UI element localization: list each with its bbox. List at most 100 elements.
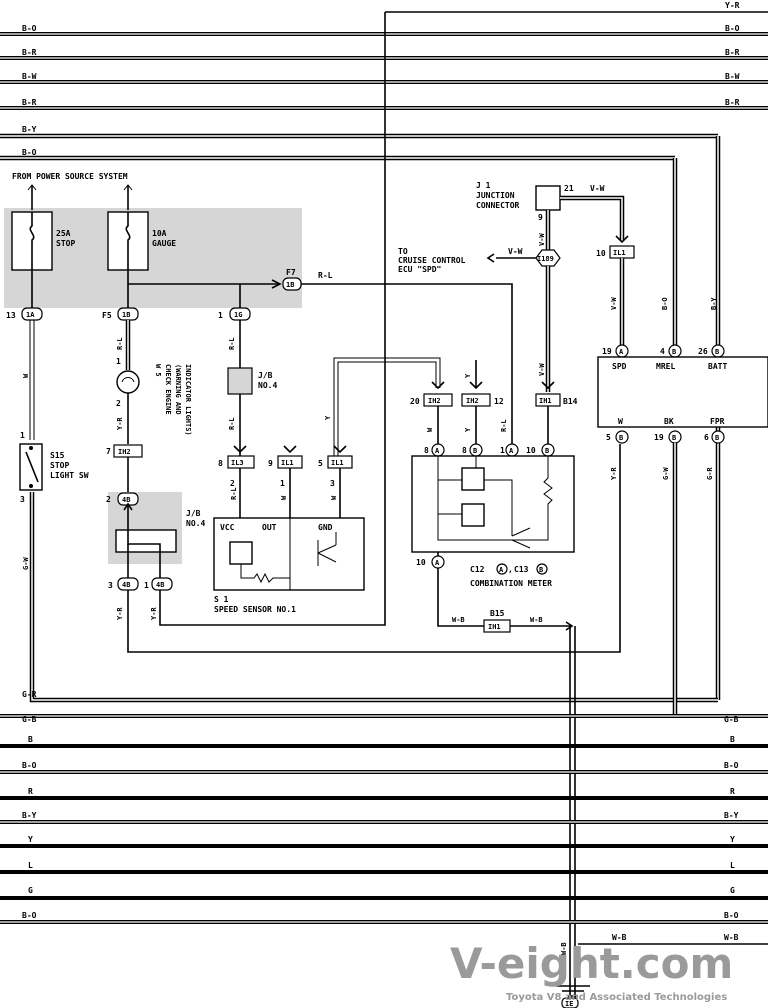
wire-label-yr-ecu: Y-R [610, 467, 618, 480]
j1-code: J 1 [476, 181, 491, 190]
meter-pin-10b-label: B [545, 447, 549, 455]
wire-label-y-meter: Y [464, 427, 472, 432]
meter-pin-10a-num: 10 [416, 558, 426, 567]
pin-1-4b: 1 [144, 581, 149, 590]
meter-code-b: B [539, 566, 543, 574]
jb4-upper-line1: J/B [258, 371, 273, 380]
wire-label-y-meter2: Y [464, 373, 472, 378]
jb4-lower-line2: NO.4 [186, 519, 205, 528]
fuse-gauge-rating: 10A [152, 229, 167, 238]
bus-label-bo-left: B-O [22, 24, 37, 33]
bus-b-label-gr: G-R [22, 690, 37, 699]
ecu-fpr: FPR [710, 417, 725, 426]
bus-label-br2-right: B-R [725, 98, 740, 107]
wire-label-rl-vcc: R-L [230, 487, 238, 500]
ecu-pin-19b-label: B [672, 434, 676, 442]
connector-1a [21, 307, 43, 321]
pin-20-ih2: 20 [410, 397, 420, 406]
wire-label-rl-h: R-L [318, 271, 333, 280]
ecu-pin-4b-label: B [672, 348, 676, 356]
meter-pin-10a-label: A [435, 559, 440, 567]
watermark-logo: V-eight.com [450, 939, 733, 988]
fuse-gauge-element [125, 212, 131, 270]
conn-f7: F7 [286, 268, 296, 277]
connector-4b-right [151, 577, 173, 591]
bus-label-br2-left: B-R [22, 98, 37, 107]
wire-label-rl-il3: R-L [228, 417, 236, 430]
bus-b-label-g-right: G [730, 886, 735, 895]
ecu-w: W [618, 417, 623, 426]
bus-label-bw-right: B-W [725, 72, 740, 81]
ecu-pin-19: 19 [602, 347, 612, 356]
conn-4b-top-label: 4B [122, 496, 130, 504]
pin-2-ce: 2 [116, 399, 121, 408]
ecu-pin-6: 6 [704, 433, 709, 442]
jb4-lower-block [115, 529, 177, 553]
meter-code2: C13 [514, 565, 529, 574]
jb4-upper-block [227, 367, 253, 395]
wire-label-vw-spd: V-W [610, 297, 618, 310]
meter-element-1 [461, 467, 485, 491]
wire-label-w-out: W [280, 495, 288, 500]
pin-7-ih2: 7 [106, 447, 111, 456]
meter-pin-1a-label: A [509, 447, 514, 455]
conn-ih1-bottom-label: IH1 [488, 623, 501, 631]
ss-vcc: VCC [220, 523, 235, 532]
cruise-line3: ECU "SPD" [398, 265, 441, 274]
ecu-pin-26b-label: B [715, 348, 719, 356]
ce-line2: (WARNING AND [174, 364, 182, 415]
pin-3-4b: 3 [108, 581, 113, 590]
conn-4b-right-label: 4B [156, 581, 164, 589]
meter-code-b-circle [536, 563, 548, 575]
meter-code-a-circle [496, 563, 508, 575]
bus-label-bw-left: B-W [22, 72, 37, 81]
meter-pin-1a-num: 1 [500, 446, 505, 455]
power-source-label: FROM POWER SOURCE SYSTEM [12, 172, 128, 181]
wire-label-wb-meter2: W-B [530, 616, 543, 624]
ecu-pin-19b-num: 19 [654, 433, 664, 442]
bus-b-label-bo2-right: B-O [724, 911, 739, 920]
ground-ie [561, 997, 579, 1008]
wire-yr-long [159, 12, 386, 626]
bus-b-label-y-left: Y [28, 835, 33, 844]
wire-label-gr-ecu: G-R [706, 467, 714, 480]
j1-name1: JUNCTION [476, 191, 515, 200]
bus-b-label-wb-mid: W-B [612, 933, 627, 942]
bus-b-label-gb-left: G-B [22, 715, 37, 724]
ecu-mrel: MREL [656, 362, 675, 371]
pin-1-ce: 1 [116, 357, 121, 366]
j1-name2: CONNECTOR [476, 201, 520, 210]
bus-b-label-by-right: B-Y [724, 811, 739, 820]
ss-name: SPEED SENSOR NO.1 [214, 605, 296, 614]
engine-ecu-box [597, 356, 768, 428]
pin-10-il1: 10 [596, 249, 606, 258]
top-bus-group [0, 11, 768, 161]
conn-ih2-left-label: IH2 [118, 448, 131, 456]
fuse-stop-element [29, 212, 35, 270]
meter-name: COMBINATION METER [470, 579, 552, 588]
bus-label-by: B-Y [22, 125, 37, 134]
ecu-pin-4: 4 [660, 347, 665, 356]
bottom-bus-group [0, 714, 768, 945]
stop-sw-line2: LIGHT SW [50, 471, 89, 480]
pin-12-ih2: 12 [494, 397, 504, 406]
conn-il1-a-label: IL1 [281, 459, 294, 467]
pin-3-stop: 3 [20, 495, 25, 504]
ground-ie-label: IE [565, 1000, 573, 1008]
bus-b-label-bo2-left: B-O [22, 911, 37, 920]
wire-label-w-meter: W [426, 427, 434, 432]
meter-element-2 [461, 503, 485, 527]
meter-code-sep: , [508, 565, 513, 574]
pin-2-ss: 2 [230, 479, 235, 488]
ss-code: S 1 [214, 595, 229, 604]
pin-2-4b: 2 [106, 495, 111, 504]
pin-8-il3: 8 [218, 459, 223, 468]
wire-label-wb-ground: W-B [560, 942, 568, 955]
pin-1-ss: 1 [280, 479, 285, 488]
conn-1b-label: 1B [122, 311, 130, 319]
cruise-line2: CRUISE CONTROL [398, 256, 466, 265]
bus-b-label-b-right: B [730, 735, 735, 744]
j1-pin-9: 9 [538, 213, 543, 222]
